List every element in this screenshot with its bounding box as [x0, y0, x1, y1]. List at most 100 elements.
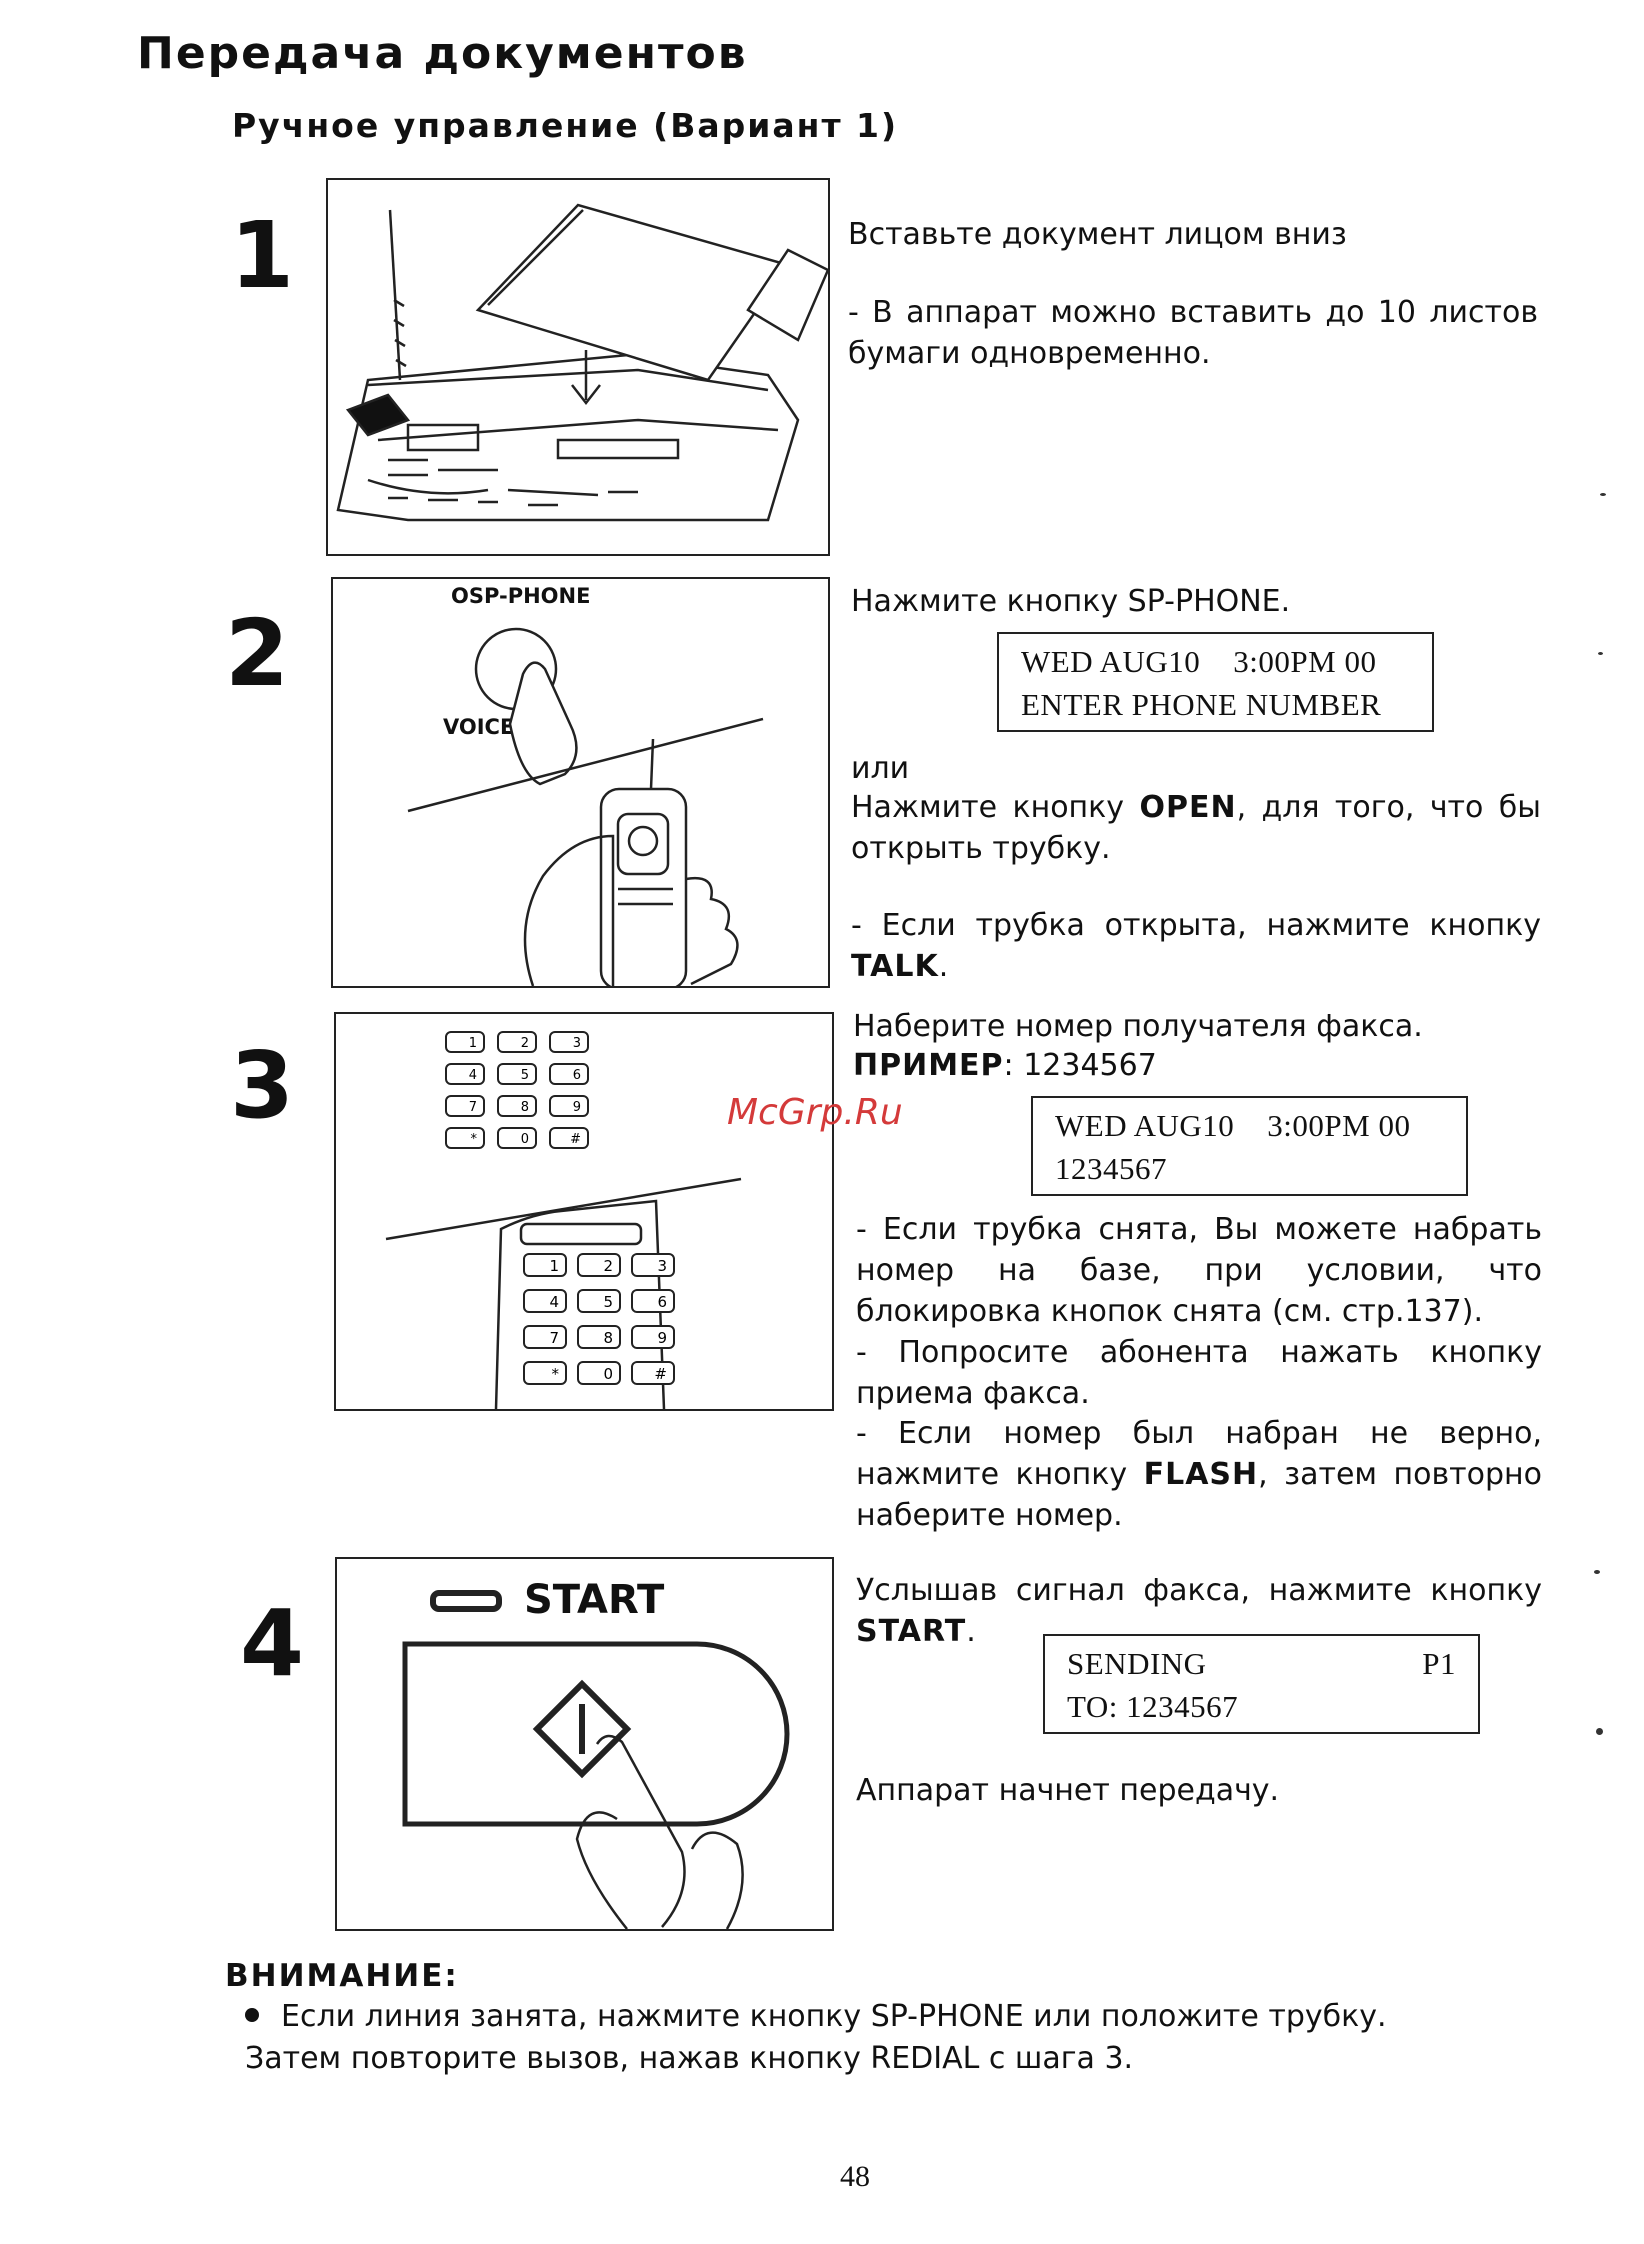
keypad-key: [577, 1325, 621, 1349]
keypad-key-label: 6: [657, 1293, 667, 1311]
keypad-key-label: 5: [521, 1068, 529, 1083]
step-3-lcd-display: WED AUG10 3:00PM 00 1234567: [1031, 1096, 1468, 1196]
keypad-key-label: 1: [549, 1257, 559, 1275]
lcd-sending: SENDING: [1067, 1646, 1207, 1681]
keypad-key: [445, 1095, 485, 1117]
keypad-key-label: 1: [469, 1036, 477, 1051]
keypad-key-label: 9: [573, 1100, 581, 1115]
keypad-key: [577, 1289, 621, 1313]
example-label: ПРИМЕР: [853, 1048, 1004, 1083]
lcd-line-1: SENDING P1: [1067, 1642, 1456, 1685]
step-3-note-1: - Если трубка снята, Вы можете набрать н…: [856, 1212, 1542, 1329]
keypad-key-label: 2: [603, 1257, 613, 1275]
watermark: McGrp.Ru: [727, 1092, 903, 1133]
flash-button-label: FLASH: [1143, 1457, 1259, 1492]
step-3-illustration: 1 2 3 4 5 6 7 8 9 * 0 # 1 2 3 4 5 6 7 8 9 * 0 #: [334, 1012, 834, 1411]
note3-part-1: - Если номер был набран не верно, нажмит…: [856, 1416, 1542, 1492]
keypad-key-label: #: [654, 1365, 667, 1383]
lcd-line-1: WED AUG10 3:00PM 00: [1021, 644, 1377, 679]
keypad-key-label: 4: [469, 1068, 477, 1083]
keypad-key: [631, 1325, 675, 1349]
keypad-key: [631, 1361, 675, 1385]
keypad-key: [631, 1289, 675, 1313]
talk-text-part-2: .: [938, 949, 949, 984]
step-4-illustration: START: [335, 1557, 834, 1931]
sp-phone-button-press-icon: OSP-PHONE VOICE S: [407, 584, 764, 986]
step-3-note-3: - Если номер был набран не верно, нажмит…: [856, 1413, 1542, 1536]
keypad-key-label: 3: [573, 1036, 581, 1051]
keypad-key-label: 4: [549, 1293, 559, 1311]
step-2-open-text: Нажмите кнопку OPEN, для того, что бы от…: [851, 787, 1541, 869]
step-2-number: 2: [225, 600, 290, 707]
scan-speck: [1594, 1570, 1600, 1574]
scan-speck: [1600, 493, 1606, 496]
keypad-key: [549, 1063, 589, 1085]
keypad-key: [523, 1289, 567, 1313]
step-1-number: 1: [230, 202, 295, 309]
page-subtitle: Ручное управление (Вариант 1): [232, 106, 899, 145]
open-text-part-2: , для того, что бы открыть трубку.: [851, 790, 1541, 866]
keypad-dialing-icon: 1 2 3 4 5 6 7 8 9 * 0 # 1 2 3 4 5 6 7 8 9 * 0 #: [385, 1031, 742, 1409]
keypad-key: [497, 1095, 537, 1117]
keypad-key: [523, 1361, 567, 1385]
keypad-key: [523, 1325, 567, 1349]
open-button-label: OPEN: [1139, 790, 1237, 825]
attention-body: Если линия занята, нажмите кнопку SP-PHO…: [245, 1999, 1387, 2076]
keypad-key: [549, 1127, 589, 1149]
step-1-note: - В аппарат можно вставить до 10 листов …: [848, 295, 1538, 371]
osp-phone-label: OSP-PHONE: [451, 584, 590, 608]
step-1-illustration: [326, 178, 830, 556]
scan-speck: [1596, 1728, 1603, 1735]
step-3-text: Наберите номер получателя факса.: [853, 1009, 1423, 1044]
keypad-key-label: *: [471, 1132, 478, 1147]
base-keypad: 1 2 3 4 5 6 7 8 9 * 0 #: [445, 1031, 589, 1149]
attention-heading: ВНИМАНИЕ:: [225, 1958, 459, 1994]
step-1-text: Вставьте документ лицом вниз: [848, 217, 1347, 252]
keypad-key-label: 2: [521, 1036, 529, 1051]
keypad-key: [549, 1031, 589, 1053]
keypad-key: [631, 1253, 675, 1277]
lcd-page: P1: [1422, 1646, 1456, 1681]
page-number: 48: [840, 2160, 870, 2193]
bullet-icon: [245, 2007, 259, 2022]
keypad-key-label: #: [570, 1132, 581, 1147]
lcd-line-2: ENTER PHONE NUMBER: [1021, 687, 1382, 722]
keypad-key-label: 9: [657, 1329, 667, 1347]
lcd-line-2: TO: 1234567: [1067, 1689, 1239, 1724]
lcd-line-1: WED AUG10 3:00PM 00: [1055, 1108, 1411, 1143]
keypad-key-label: 7: [469, 1100, 477, 1115]
example-value: : 1234567: [1003, 1048, 1157, 1083]
keypad-key: [445, 1127, 485, 1149]
keypad-key-label: 0: [603, 1365, 613, 1383]
keypad-key: [445, 1031, 485, 1053]
keypad-key: [497, 1127, 537, 1149]
step-4-lcd-display: SENDING P1 TO: 1234567: [1043, 1634, 1480, 1734]
step-2-lcd-display: WED AUG10 3:00PM 00 ENTER PHONE NUMBER: [997, 632, 1434, 732]
step-2-text: Нажмите кнопку SP-PHONE.: [851, 584, 1291, 619]
note3-part-2: , затем повторно наберите номер.: [856, 1457, 1542, 1533]
lcd-line-2: 1234567: [1055, 1151, 1167, 1186]
step-4-number: 4: [240, 1590, 305, 1697]
start-button-label: START: [856, 1614, 967, 1649]
keypad-key-label: 0: [521, 1132, 529, 1147]
keypad-key-label: 5: [603, 1293, 613, 1311]
attention-text: Если линия занята, нажмите кнопку SP-PHO…: [245, 1996, 1490, 2080]
step-3-example: ПРИМЕР: 1234567: [853, 1045, 1543, 1086]
keypad-key-label: 8: [521, 1100, 529, 1115]
keypad-key: [497, 1031, 537, 1053]
page-title: Передача документов: [137, 28, 748, 79]
scan-speck: [1598, 652, 1603, 655]
open-text-part-1: Нажмите кнопку: [851, 790, 1140, 825]
start-label: START: [524, 1577, 665, 1623]
step-4-text-part-1: Услышав сигнал факса, нажмите кнопку: [856, 1573, 1542, 1608]
keypad-key: [549, 1095, 589, 1117]
step-4-after-text: Аппарат начнет передачу.: [856, 1773, 1280, 1808]
keypad-key: [497, 1063, 537, 1085]
step-3-number: 3: [230, 1032, 295, 1139]
keypad-key-label: 6: [573, 1068, 581, 1083]
keypad-key: [577, 1253, 621, 1277]
start-button-press-icon: START: [402, 1577, 790, 1929]
keypad-key: [577, 1361, 621, 1385]
keypad-key: [523, 1253, 567, 1277]
